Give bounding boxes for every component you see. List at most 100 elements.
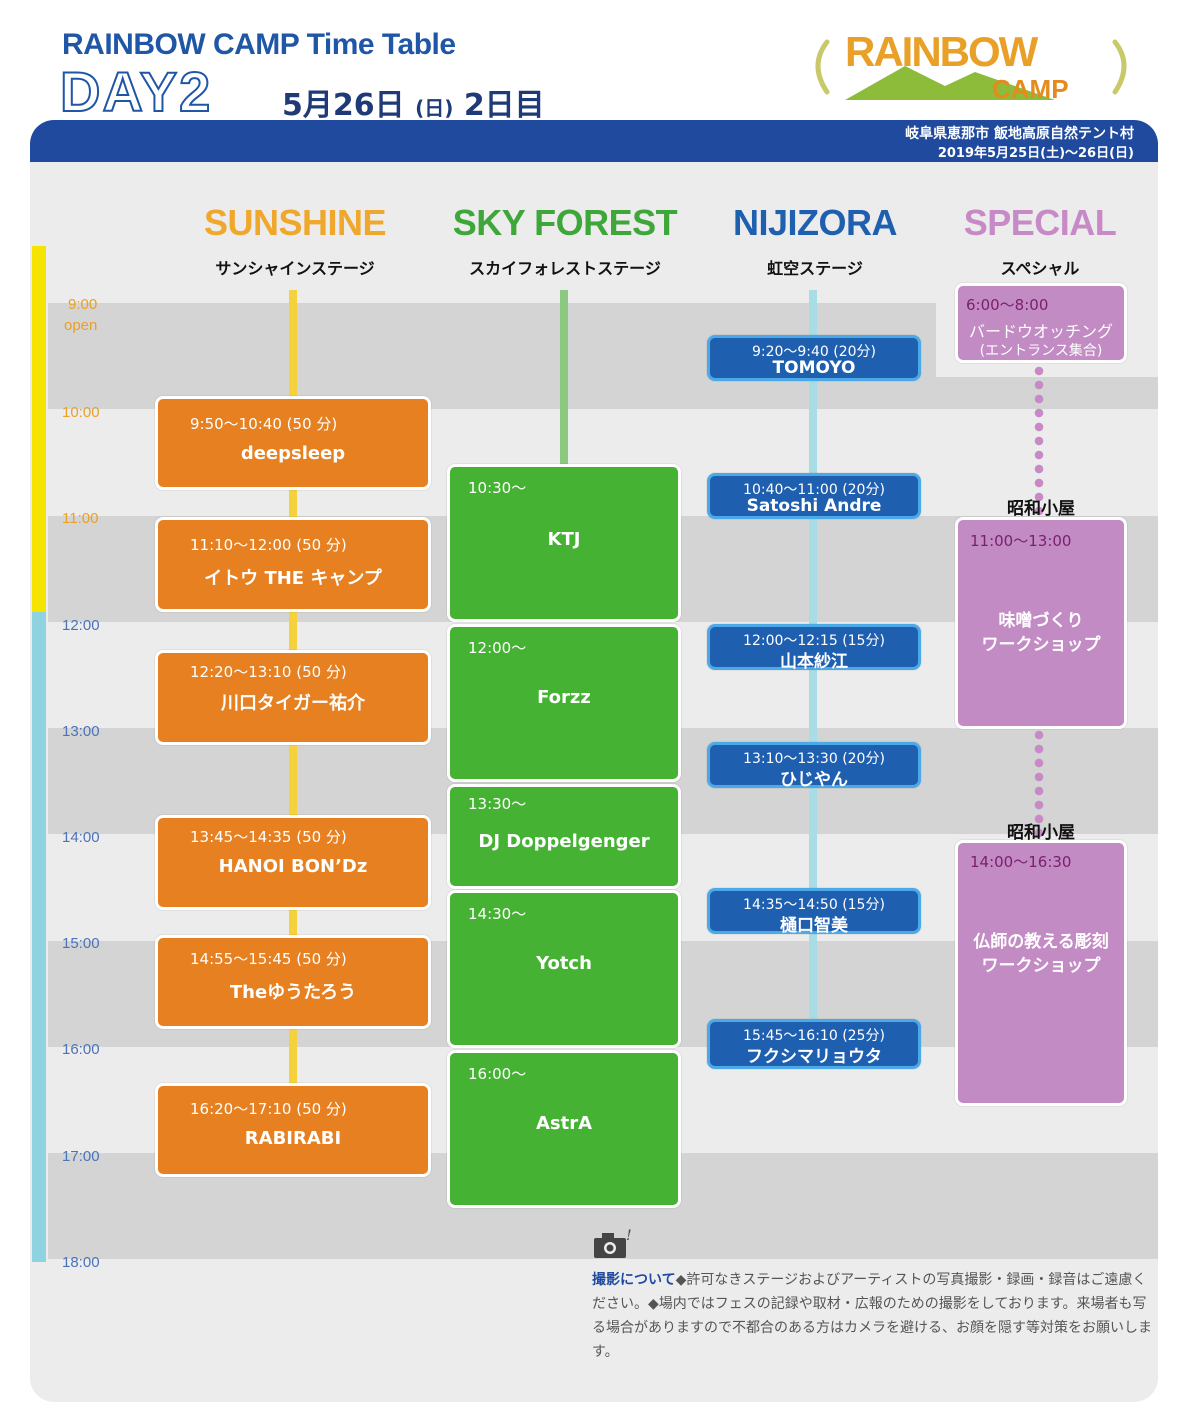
rainbow-camp-logo xyxy=(815,39,1127,100)
slot-act: AstrA xyxy=(535,1113,593,1134)
sunshine-slot[interactable]: 16:20〜17:10 (50 分) RABIRABI xyxy=(155,1083,431,1177)
slot-time: 14:30〜 xyxy=(468,905,527,923)
slot-act: バードウオッチング xyxy=(968,322,1113,341)
stage-sub-special: スペシャル xyxy=(1000,259,1080,278)
slot-act: 味噌づくり xyxy=(998,611,1084,631)
skyforest-slot[interactable]: 10:30〜 KTJ xyxy=(447,464,681,622)
slot-time: 16:20〜17:10 (50 分) xyxy=(190,1100,347,1118)
venue-place: 岐阜県恵那市 飯地高原自然テント村 xyxy=(905,126,1134,142)
slot-act: 川口タイガー祐介 xyxy=(221,693,365,714)
logo-camp: CAMP xyxy=(992,74,1069,104)
slot-act: フクシマリョウタ xyxy=(746,1047,882,1067)
time-label: 12:00 xyxy=(62,617,100,634)
date-main: 5月26日 xyxy=(282,88,405,123)
stage-name-special: SPECIAL xyxy=(963,202,1117,243)
slot-time: 12:00〜 xyxy=(468,639,527,657)
slot-act: RABIRABI xyxy=(244,1128,342,1149)
nijizora-slot[interactable]: 15:45〜16:10 (25分) フクシマリョウタ xyxy=(707,1019,921,1069)
logo-word: RAINBOW xyxy=(845,28,1038,75)
time-label-open: open xyxy=(64,317,98,334)
nijizora-slot[interactable]: 12:00〜12:15 (15分) 山本紗江 xyxy=(707,624,921,672)
special-slot[interactable]: 6:00〜8:00 バードウオッチング (エントランス集合) xyxy=(955,283,1127,363)
special-slot[interactable]: 11:00〜13:00 味噌づくり ワークショップ xyxy=(955,517,1127,729)
nijizora-slot[interactable]: 10:40〜11:00 (20分) Satoshi Andre xyxy=(707,473,921,519)
time-label: 9:00 xyxy=(68,296,98,313)
notice-heading: 撮影について xyxy=(592,1272,676,1288)
nijizora-slot[interactable]: 9:20〜9:40 (20分) TOMOYO xyxy=(707,335,921,381)
slot-act: Forzz xyxy=(537,687,591,708)
slot-time: 10:30〜 xyxy=(468,479,527,497)
time-label: 11:00 xyxy=(62,510,99,527)
sunshine-slot[interactable]: 11:10〜12:00 (50 分) イトウ THE キャンプ xyxy=(155,517,431,612)
special-place: 昭和小屋 xyxy=(1007,823,1075,843)
nijizora-line xyxy=(809,290,817,1050)
special-place: 昭和小屋 xyxy=(1007,499,1075,519)
slot-act: 樋口智美 xyxy=(780,916,848,936)
timeline-yellow xyxy=(32,246,46,620)
slot-time: 14:55〜15:45 (50 分) xyxy=(190,950,347,968)
slot-time: 16:00〜 xyxy=(468,1065,527,1083)
skyforest-slot[interactable]: 12:00〜 Forzz xyxy=(447,624,681,782)
stage-sub-skyforest: スカイフォレストステージ xyxy=(469,259,661,278)
notice-body: ◆許可なきステージおよびアーティストの写真撮影・録画・録音はご遠慮ください。◆場… xyxy=(592,1272,1152,1360)
special-dotted-line xyxy=(1033,364,1045,518)
sunshine-slot[interactable]: 14:55〜15:45 (50 分) Theゆうたろう xyxy=(155,935,431,1029)
slot-time: 13:10〜13:30 (20分) xyxy=(743,751,885,767)
slot-time: 12:00〜12:15 (15分) xyxy=(743,633,885,649)
time-label: 10:00 xyxy=(62,404,100,421)
skyforest-slot[interactable]: 16:00〜 AstrA xyxy=(447,1050,681,1208)
slot-act: DJ Doppelgenger xyxy=(478,831,650,852)
slot-act: ワークショップ xyxy=(981,635,1101,655)
stage-sub-sunshine: サンシャインステージ xyxy=(215,259,375,278)
date-dow: (日) xyxy=(415,96,454,120)
svg-text:!: ! xyxy=(626,1228,632,1244)
sunshine-slot[interactable]: 12:20〜13:10 (50 分) 川口タイガー祐介 xyxy=(155,650,431,745)
time-label: 13:00 xyxy=(62,723,100,740)
slot-time: 11:10〜12:00 (50 分) xyxy=(190,536,347,554)
skyforest-line xyxy=(560,290,568,470)
slot-time: 12:20〜13:10 (50 分) xyxy=(190,663,347,681)
slot-act: HANOI BON’Dz xyxy=(218,856,368,877)
slot-act: deepsleep xyxy=(240,443,346,464)
slot-act: Yotch xyxy=(536,953,592,974)
slot-act: イトウ THE キャンプ xyxy=(204,568,382,589)
slot-time: 15:45〜16:10 (25分) xyxy=(743,1028,885,1044)
slot-act: 仏師の教える彫刻 xyxy=(973,932,1109,952)
stage-sub-nijizora: 虹空ステージ xyxy=(767,259,863,278)
hour-band xyxy=(936,377,1158,409)
date-suffix: 2日目 xyxy=(463,88,545,123)
time-label: 14:00 xyxy=(62,829,100,846)
slot-time: 11:00〜13:00 xyxy=(970,532,1072,550)
venue-bar xyxy=(30,120,1158,162)
venue-dates: 2019年5月25日(土)〜26日(日) xyxy=(937,146,1134,161)
sunshine-slot[interactable]: 13:45〜14:35 (50 分) HANOI BON’Dz xyxy=(155,815,431,910)
slot-act: KTJ xyxy=(547,529,581,550)
slot-time: 9:20〜9:40 (20分) xyxy=(751,344,877,360)
nijizora-slot[interactable]: 14:35〜14:50 (15分) 樋口智美 xyxy=(707,888,921,936)
date-label: 5月26日 (日) 2日目 xyxy=(282,80,545,124)
sunshine-slot[interactable]: 9:50〜10:40 (50 分) deepsleep xyxy=(155,396,431,490)
nijizora-slot[interactable]: 13:10〜13:30 (20分) ひじやん xyxy=(707,742,921,790)
stage-name-sunshine: SUNSHINE xyxy=(203,202,387,243)
photo-notice: 撮影について◆許可なきステージおよびアーティストの写真撮影・録画・録音はご遠慮く… xyxy=(592,1268,1152,1364)
day-label: DAY2 xyxy=(59,60,213,123)
slot-time: 13:45〜14:35 (50 分) xyxy=(190,828,347,846)
skyforest-slot[interactable]: 13:30〜 DJ Doppelgenger xyxy=(447,784,681,889)
stage-name-nijizora: NIJIZORA xyxy=(732,202,898,243)
timetable-title: RAINBOW CAMP Time Table xyxy=(62,28,456,61)
slot-time: 14:35〜14:50 (15分) xyxy=(743,897,885,913)
stage-name-skyforest: SKY FOREST xyxy=(452,202,678,243)
time-label: 15:00 xyxy=(62,935,100,952)
time-label: 17:00 xyxy=(62,1148,100,1165)
slot-act: ワークショップ xyxy=(981,956,1101,976)
slot-act: TOMOYO xyxy=(772,358,856,378)
special-slot[interactable]: 14:00〜16:30 仏師の教える彫刻 ワークショップ xyxy=(955,840,1127,1106)
slot-act: Theゆうたろう xyxy=(229,982,357,1003)
special-dotted-line xyxy=(1033,728,1045,840)
slot-time: 9:50〜10:40 (50 分) xyxy=(190,415,338,433)
slot-act: 山本紗江 xyxy=(780,652,848,672)
timeline-cyan xyxy=(32,612,46,1262)
skyforest-slot[interactable]: 14:30〜 Yotch xyxy=(447,890,681,1048)
slot-act: ひじやん xyxy=(780,770,848,790)
slot-time: 14:00〜16:30 xyxy=(970,853,1072,871)
